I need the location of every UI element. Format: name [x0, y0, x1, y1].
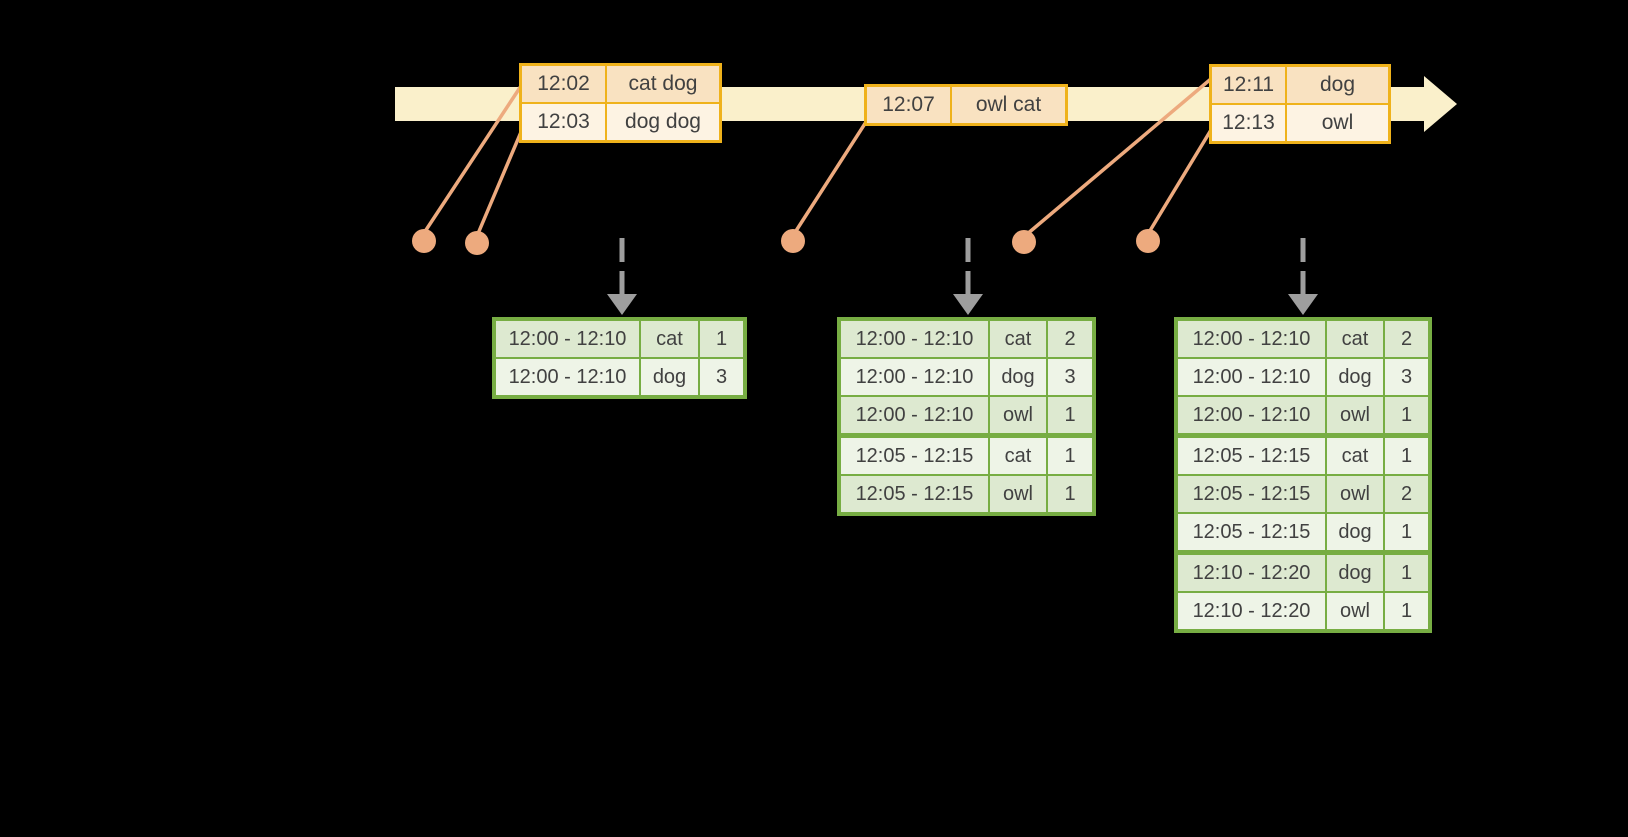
- count-cell: 2: [1385, 321, 1428, 357]
- result-row: 12:05 - 12:15 owl 1: [841, 476, 1092, 512]
- event-connector-lines: [422, 76, 1216, 237]
- result-row: 12:00 - 12:10 owl 1: [841, 397, 1092, 433]
- word-cell: cat: [1327, 438, 1383, 474]
- count-cell: 3: [1048, 359, 1092, 395]
- word-cell: owl: [990, 397, 1046, 433]
- window-cell: 12:00 - 12:10: [1178, 321, 1325, 357]
- result-table: 12:00 - 12:10 cat 2 12:00 - 12:10 dog 3 …: [837, 317, 1096, 516]
- word-cell: dog: [1327, 555, 1383, 591]
- event-marker-dot: [465, 231, 489, 255]
- word-cell: cat: [641, 321, 698, 357]
- event-connector-line: [792, 121, 868, 235]
- count-cell: 1: [700, 321, 743, 357]
- word-cell: dog: [990, 359, 1046, 395]
- result-row: 12:00 - 12:10 cat 2: [1178, 321, 1428, 357]
- event-time-cell: 12:03: [522, 104, 605, 140]
- trigger-arrows: [607, 238, 1318, 315]
- event-time-cell: 12:13: [1212, 105, 1285, 141]
- event-time-cell: 12:02: [522, 66, 605, 102]
- event-words-cell: dog dog: [607, 104, 719, 140]
- window-cell: 12:00 - 12:10: [841, 397, 988, 433]
- result-row: 12:05 - 12:15 cat 1: [841, 438, 1092, 474]
- trigger-arrowhead-icon: [953, 294, 983, 315]
- result-row: 12:00 - 12:10 dog 3: [496, 359, 743, 395]
- word-cell: cat: [990, 438, 1046, 474]
- window-cell: 12:00 - 12:10: [1178, 359, 1325, 395]
- event-table: 12:02 cat dog 12:03 dog dog: [519, 63, 722, 143]
- event-time-cell: 12:07: [867, 87, 950, 123]
- event-words-cell: cat dog: [607, 66, 719, 102]
- trigger-arrowhead-icon: [607, 294, 637, 315]
- event-connector-line: [422, 85, 523, 234]
- word-cell: owl: [1327, 593, 1383, 629]
- window-cell: 12:00 - 12:10: [496, 359, 639, 395]
- word-cell: cat: [990, 321, 1046, 357]
- window-cell: 12:10 - 12:20: [1178, 593, 1325, 629]
- event-time-cell: 12:11: [1212, 67, 1285, 103]
- result-table: 12:00 - 12:10 cat 1 12:00 - 12:10 dog 3: [492, 317, 747, 399]
- word-cell: owl: [1327, 397, 1383, 433]
- count-cell: 1: [1385, 514, 1428, 550]
- count-cell: 3: [700, 359, 743, 395]
- window-cell: 12:05 - 12:15: [1178, 476, 1325, 512]
- count-cell: 2: [1048, 321, 1092, 357]
- word-cell: cat: [1327, 321, 1383, 357]
- event-connector-line: [1024, 76, 1214, 237]
- result-row: 12:00 - 12:10 cat 1: [496, 321, 743, 357]
- result-table: 12:00 - 12:10 cat 2 12:00 - 12:10 dog 3 …: [1174, 317, 1432, 633]
- count-cell: 1: [1385, 555, 1428, 591]
- event-words-cell: owl cat: [952, 87, 1065, 123]
- result-row: 12:00 - 12:10 dog 3: [841, 359, 1092, 395]
- count-cell: 2: [1385, 476, 1428, 512]
- trigger-arrowhead-icon: [1288, 294, 1318, 315]
- result-row: 12:10 - 12:20 owl 1: [1178, 593, 1428, 629]
- word-cell: owl: [990, 476, 1046, 512]
- window-cell: 12:05 - 12:15: [1178, 514, 1325, 550]
- word-cell: dog: [1327, 514, 1383, 550]
- count-cell: 1: [1048, 476, 1092, 512]
- timeline-arrowhead-icon: [1424, 76, 1457, 132]
- count-cell: 1: [1385, 593, 1428, 629]
- window-cell: 12:10 - 12:20: [1178, 555, 1325, 591]
- result-row: 12:00 - 12:10 owl 1: [1178, 397, 1428, 433]
- event-marker-dots: [412, 229, 1160, 255]
- window-cell: 12:05 - 12:15: [841, 438, 988, 474]
- result-row: 12:10 - 12:20 dog 1: [1178, 555, 1428, 591]
- count-cell: 1: [1385, 438, 1428, 474]
- event-marker-dot: [1136, 229, 1160, 253]
- result-row: 12:05 - 12:15 dog 1: [1178, 514, 1428, 550]
- event-connector-line: [475, 124, 526, 237]
- event-table: 12:11 dog 12:13 owl: [1209, 64, 1391, 144]
- window-cell: 12:00 - 12:10: [841, 359, 988, 395]
- event-marker-dot: [412, 229, 436, 253]
- event-marker-dot: [781, 229, 805, 253]
- result-row: 12:00 - 12:10 dog 3: [1178, 359, 1428, 395]
- result-row: 12:05 - 12:15 owl 2: [1178, 476, 1428, 512]
- window-cell: 12:00 - 12:10: [841, 321, 988, 357]
- event-connector-line: [1146, 124, 1216, 235]
- word-cell: dog: [641, 359, 698, 395]
- window-cell: 12:00 - 12:10: [496, 321, 639, 357]
- event-row: 12:03 dog dog: [522, 104, 719, 140]
- event-words-cell: dog: [1287, 67, 1388, 103]
- word-cell: owl: [1327, 476, 1383, 512]
- window-cell: 12:05 - 12:15: [1178, 438, 1325, 474]
- count-cell: 1: [1048, 438, 1092, 474]
- event-row: 12:11 dog: [1212, 67, 1388, 103]
- event-table: 12:07 owl cat: [864, 84, 1068, 126]
- count-cell: 1: [1385, 397, 1428, 433]
- count-cell: 3: [1385, 359, 1428, 395]
- word-cell: dog: [1327, 359, 1383, 395]
- event-row: 12:02 cat dog: [522, 66, 719, 102]
- event-row: 12:13 owl: [1212, 105, 1388, 141]
- event-words-cell: owl: [1287, 105, 1388, 141]
- window-cell: 12:05 - 12:15: [841, 476, 988, 512]
- window-cell: 12:00 - 12:10: [1178, 397, 1325, 433]
- count-cell: 1: [1048, 397, 1092, 433]
- result-row: 12:00 - 12:10 cat 2: [841, 321, 1092, 357]
- result-row: 12:05 - 12:15 cat 1: [1178, 438, 1428, 474]
- event-marker-dot: [1012, 230, 1036, 254]
- event-row: 12:07 owl cat: [867, 87, 1065, 123]
